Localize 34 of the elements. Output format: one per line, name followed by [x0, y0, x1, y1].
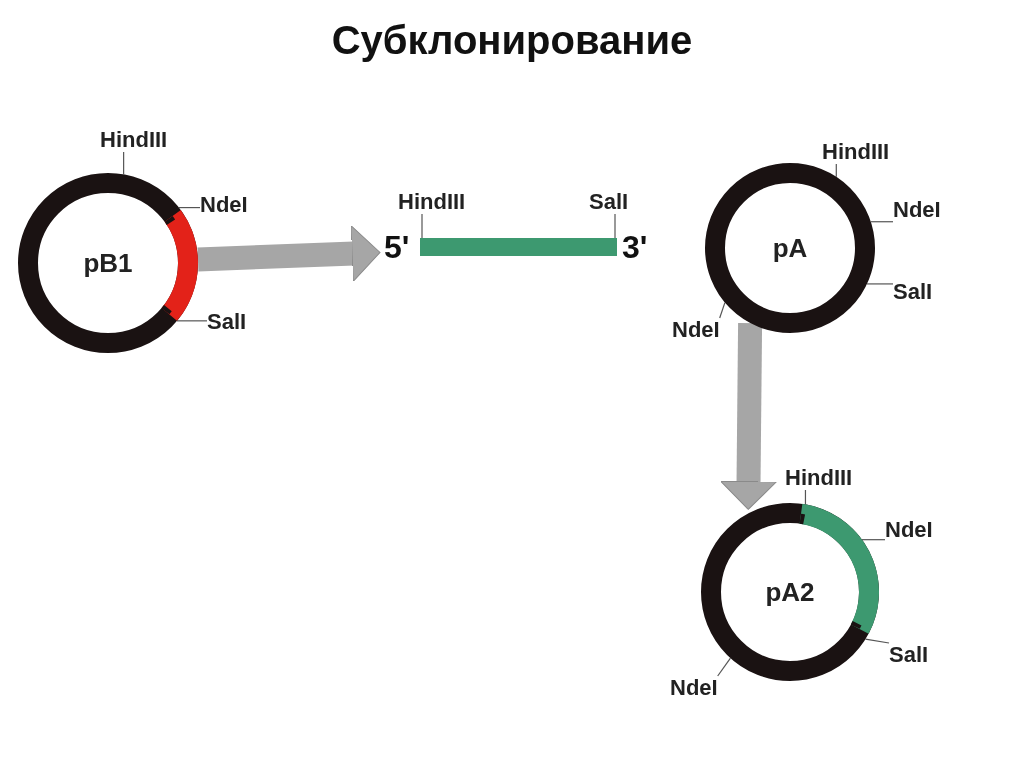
- leader-line: [719, 302, 726, 319]
- leader-line: [861, 539, 886, 541]
- leader-line: [123, 151, 125, 175]
- restriction-site-label: NdeI: [893, 198, 941, 222]
- restriction-site-label: NdeI: [200, 193, 248, 217]
- leader-line: [835, 163, 837, 178]
- strand-end-label: 3': [622, 230, 648, 264]
- restriction-site-label: SalI: [893, 280, 933, 304]
- title: Субклонирование: [330, 18, 694, 63]
- restriction-site-label: SalI: [889, 643, 929, 667]
- leader-line: [176, 320, 208, 322]
- leader-line: [178, 207, 201, 209]
- restriction-site-label: HindIII: [785, 466, 853, 490]
- leader-line: [864, 638, 890, 644]
- leader-line: [866, 283, 894, 285]
- plasmid-name: pA2: [765, 576, 815, 608]
- restriction-site-label: SalI: [589, 190, 629, 214]
- plasmid-name: pA: [772, 232, 808, 264]
- restriction-site-label: HindIII: [822, 140, 890, 164]
- block-arrow: [197, 225, 381, 282]
- leader-line: [421, 213, 423, 239]
- restriction-site-label: NdeI: [670, 676, 718, 700]
- leader-line: [804, 489, 807, 505]
- strand-end-label: 5': [384, 230, 410, 264]
- restriction-site-label: NdeI: [672, 318, 720, 342]
- restriction-site-label: HindIII: [100, 128, 168, 152]
- restriction-site-label: NdeI: [885, 518, 933, 542]
- plasmid-name: pB1: [83, 247, 133, 279]
- block-arrow: [720, 322, 778, 510]
- leader-line: [614, 213, 616, 239]
- leader-line: [717, 657, 732, 677]
- restriction-site-label: HindIII: [398, 190, 466, 214]
- restriction-site-label: SalI: [207, 310, 247, 334]
- leader-line: [870, 221, 894, 223]
